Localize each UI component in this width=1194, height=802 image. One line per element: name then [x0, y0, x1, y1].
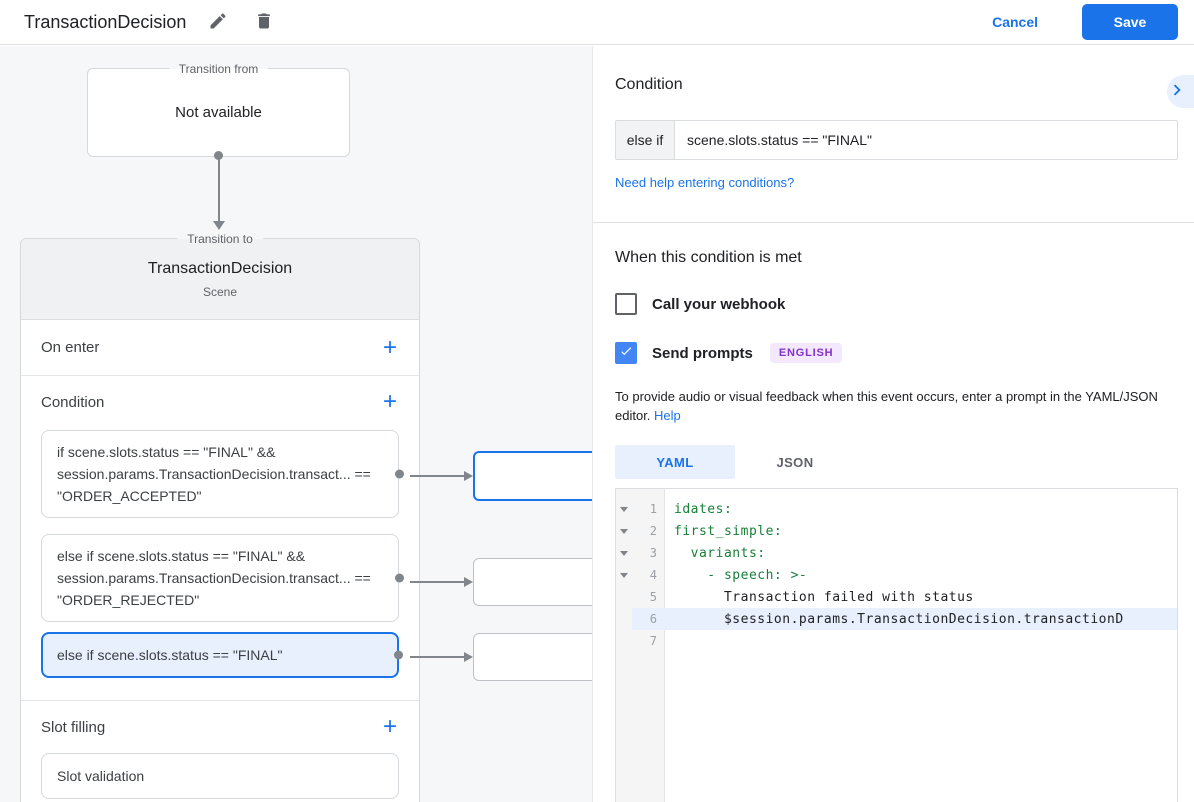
top-bar: TransactionDecision Cancel Save [0, 0, 1194, 45]
on-enter-row: On enter + [21, 320, 419, 376]
send-prompts-checkbox[interactable] [615, 342, 637, 364]
condition-connector-handle[interactable] [395, 573, 404, 583]
code-line: 7 [616, 630, 1177, 652]
code-text: first_simple: [674, 523, 783, 539]
code-text: - speech: >- [674, 567, 808, 583]
transition-arrow [410, 652, 473, 662]
connector-dot [214, 151, 223, 160]
condition-item[interactable]: else if scene.slots.status == "FINAL" &&… [41, 534, 404, 622]
scene-card-subtitle: Scene [202, 284, 238, 299]
target-scene-node-selected[interactable] [473, 451, 592, 501]
code-line: 5 Transaction failed with status [616, 586, 1177, 608]
condition-section-label: Condition [41, 393, 105, 411]
webhook-checkbox[interactable] [615, 293, 637, 315]
transition-arrow [410, 577, 473, 587]
condition-item-selected[interactable]: else if scene.slots.status == "FINAL" [41, 632, 403, 678]
transition-arrow [410, 471, 473, 481]
add-condition-button[interactable]: + [382, 388, 397, 415]
fold-arrow-icon[interactable] [616, 572, 632, 578]
code-line: 4 - speech: >- [616, 564, 1177, 586]
transition-from-box: Transition from Not available [87, 61, 350, 157]
delete-scene-button[interactable] [250, 7, 278, 38]
editor-gutter [616, 489, 665, 802]
webhook-label: Call your webhook [652, 295, 786, 313]
save-button[interactable]: Save [1082, 4, 1178, 40]
send-prompts-row: Send prompts ENGLISH [615, 342, 1178, 364]
code-line: 3 variants: [616, 542, 1177, 564]
condition-operator: else if [616, 121, 675, 159]
tab-yaml[interactable]: YAML [615, 445, 735, 479]
condition-input-group: else if [615, 120, 1178, 160]
condition-expression-input[interactable] [675, 121, 1177, 159]
line-number: 7 [649, 634, 657, 648]
fold-arrow-icon[interactable] [616, 550, 632, 556]
language-badge: ENGLISH [769, 343, 843, 363]
send-prompts-label: Send prompts [652, 344, 753, 362]
slot-filling-label: Slot filling [41, 718, 106, 736]
condition-section: Condition else if Need help entering con… [593, 46, 1194, 223]
trash-icon [254, 11, 274, 34]
condition-list: if scene.slots.status == "FINAL" && sess… [21, 428, 419, 701]
target-scene-node[interactable] [473, 558, 592, 606]
line-number: 2 [649, 524, 657, 538]
connector-line [218, 159, 220, 221]
checkmark-icon [619, 344, 633, 363]
code-line: 2 first_simple: [616, 520, 1177, 542]
fold-arrow-icon[interactable] [616, 506, 632, 512]
line-number: 6 [649, 612, 657, 626]
line-number: 4 [649, 568, 657, 582]
when-met-title: When this condition is met [615, 249, 802, 266]
scene-diagram-panel: Transition from Not available Transition… [0, 46, 592, 802]
condition-item-text: else if scene.slots.status == "FINAL" [57, 647, 283, 663]
line-number: 3 [649, 546, 657, 560]
fold-arrow-icon[interactable] [616, 528, 632, 534]
code-text: Transaction failed with status [674, 589, 974, 605]
condition-edit-panel: Condition else if Need help entering con… [592, 46, 1194, 802]
condition-connector-handle[interactable] [394, 650, 403, 660]
transition-from-value: Not available [175, 104, 262, 121]
condition-item-text: if scene.slots.status == "FINAL" && sess… [57, 444, 371, 504]
condition-section-head: Condition + [21, 376, 419, 428]
add-slot-button[interactable]: + [382, 713, 397, 740]
collapse-panel-button[interactable] [1167, 75, 1194, 108]
tab-json[interactable]: JSON [735, 445, 855, 479]
yaml-code-editor[interactable]: 1 idates: 2 first_simple: 3 variants: 4 [615, 488, 1178, 802]
scene-card-title: TransactionDecision [147, 259, 293, 277]
code-text: idates: [674, 501, 733, 517]
target-scene-node[interactable] [473, 633, 592, 681]
transition-to-legend: Transition to [177, 231, 263, 247]
when-met-section: When this condition is met Call your web… [593, 223, 1194, 802]
page-title: TransactionDecision [24, 11, 187, 32]
transition-from-legend: Transition from [168, 61, 269, 77]
slot-validation-item[interactable]: Slot validation [41, 753, 399, 799]
condition-help-link[interactable]: Need help entering conditions? [615, 175, 795, 190]
connector-arrowhead-icon [213, 221, 225, 230]
prompts-help-link[interactable]: Help [654, 408, 681, 423]
code-text: $session.params.TransactionDecision.tran… [674, 611, 1124, 627]
prompts-description: To provide audio or visual feedback when… [615, 389, 1158, 423]
on-enter-label: On enter [41, 339, 100, 356]
condition-item[interactable]: if scene.slots.status == "FINAL" && sess… [41, 430, 404, 518]
condition-panel-title: Condition [615, 76, 683, 93]
add-on-enter-button[interactable]: + [382, 333, 397, 361]
pencil-icon [208, 11, 228, 34]
scene-card-header[interactable]: TransactionDecision Scene [21, 239, 419, 320]
cancel-button[interactable]: Cancel [986, 13, 1044, 31]
condition-item-text: else if scene.slots.status == "FINAL" &&… [57, 548, 371, 608]
condition-connector-handle[interactable] [395, 469, 404, 479]
code-line-highlighted: 6 $session.params.TransactionDecision.tr… [616, 608, 1177, 630]
slot-filling-section: Slot filling + Slot validation [21, 701, 419, 802]
edit-scene-button[interactable] [204, 7, 232, 38]
line-number: 5 [649, 590, 657, 604]
code-line: 1 idates: [616, 498, 1177, 520]
editor-tabs: YAML JSON [615, 445, 1178, 479]
line-number: 1 [649, 502, 657, 516]
code-text: variants: [674, 545, 766, 561]
transition-to-card: Transition to TransactionDecision Scene … [20, 231, 420, 802]
chevron-right-icon [1166, 79, 1188, 104]
webhook-row: Call your webhook [615, 293, 1178, 315]
